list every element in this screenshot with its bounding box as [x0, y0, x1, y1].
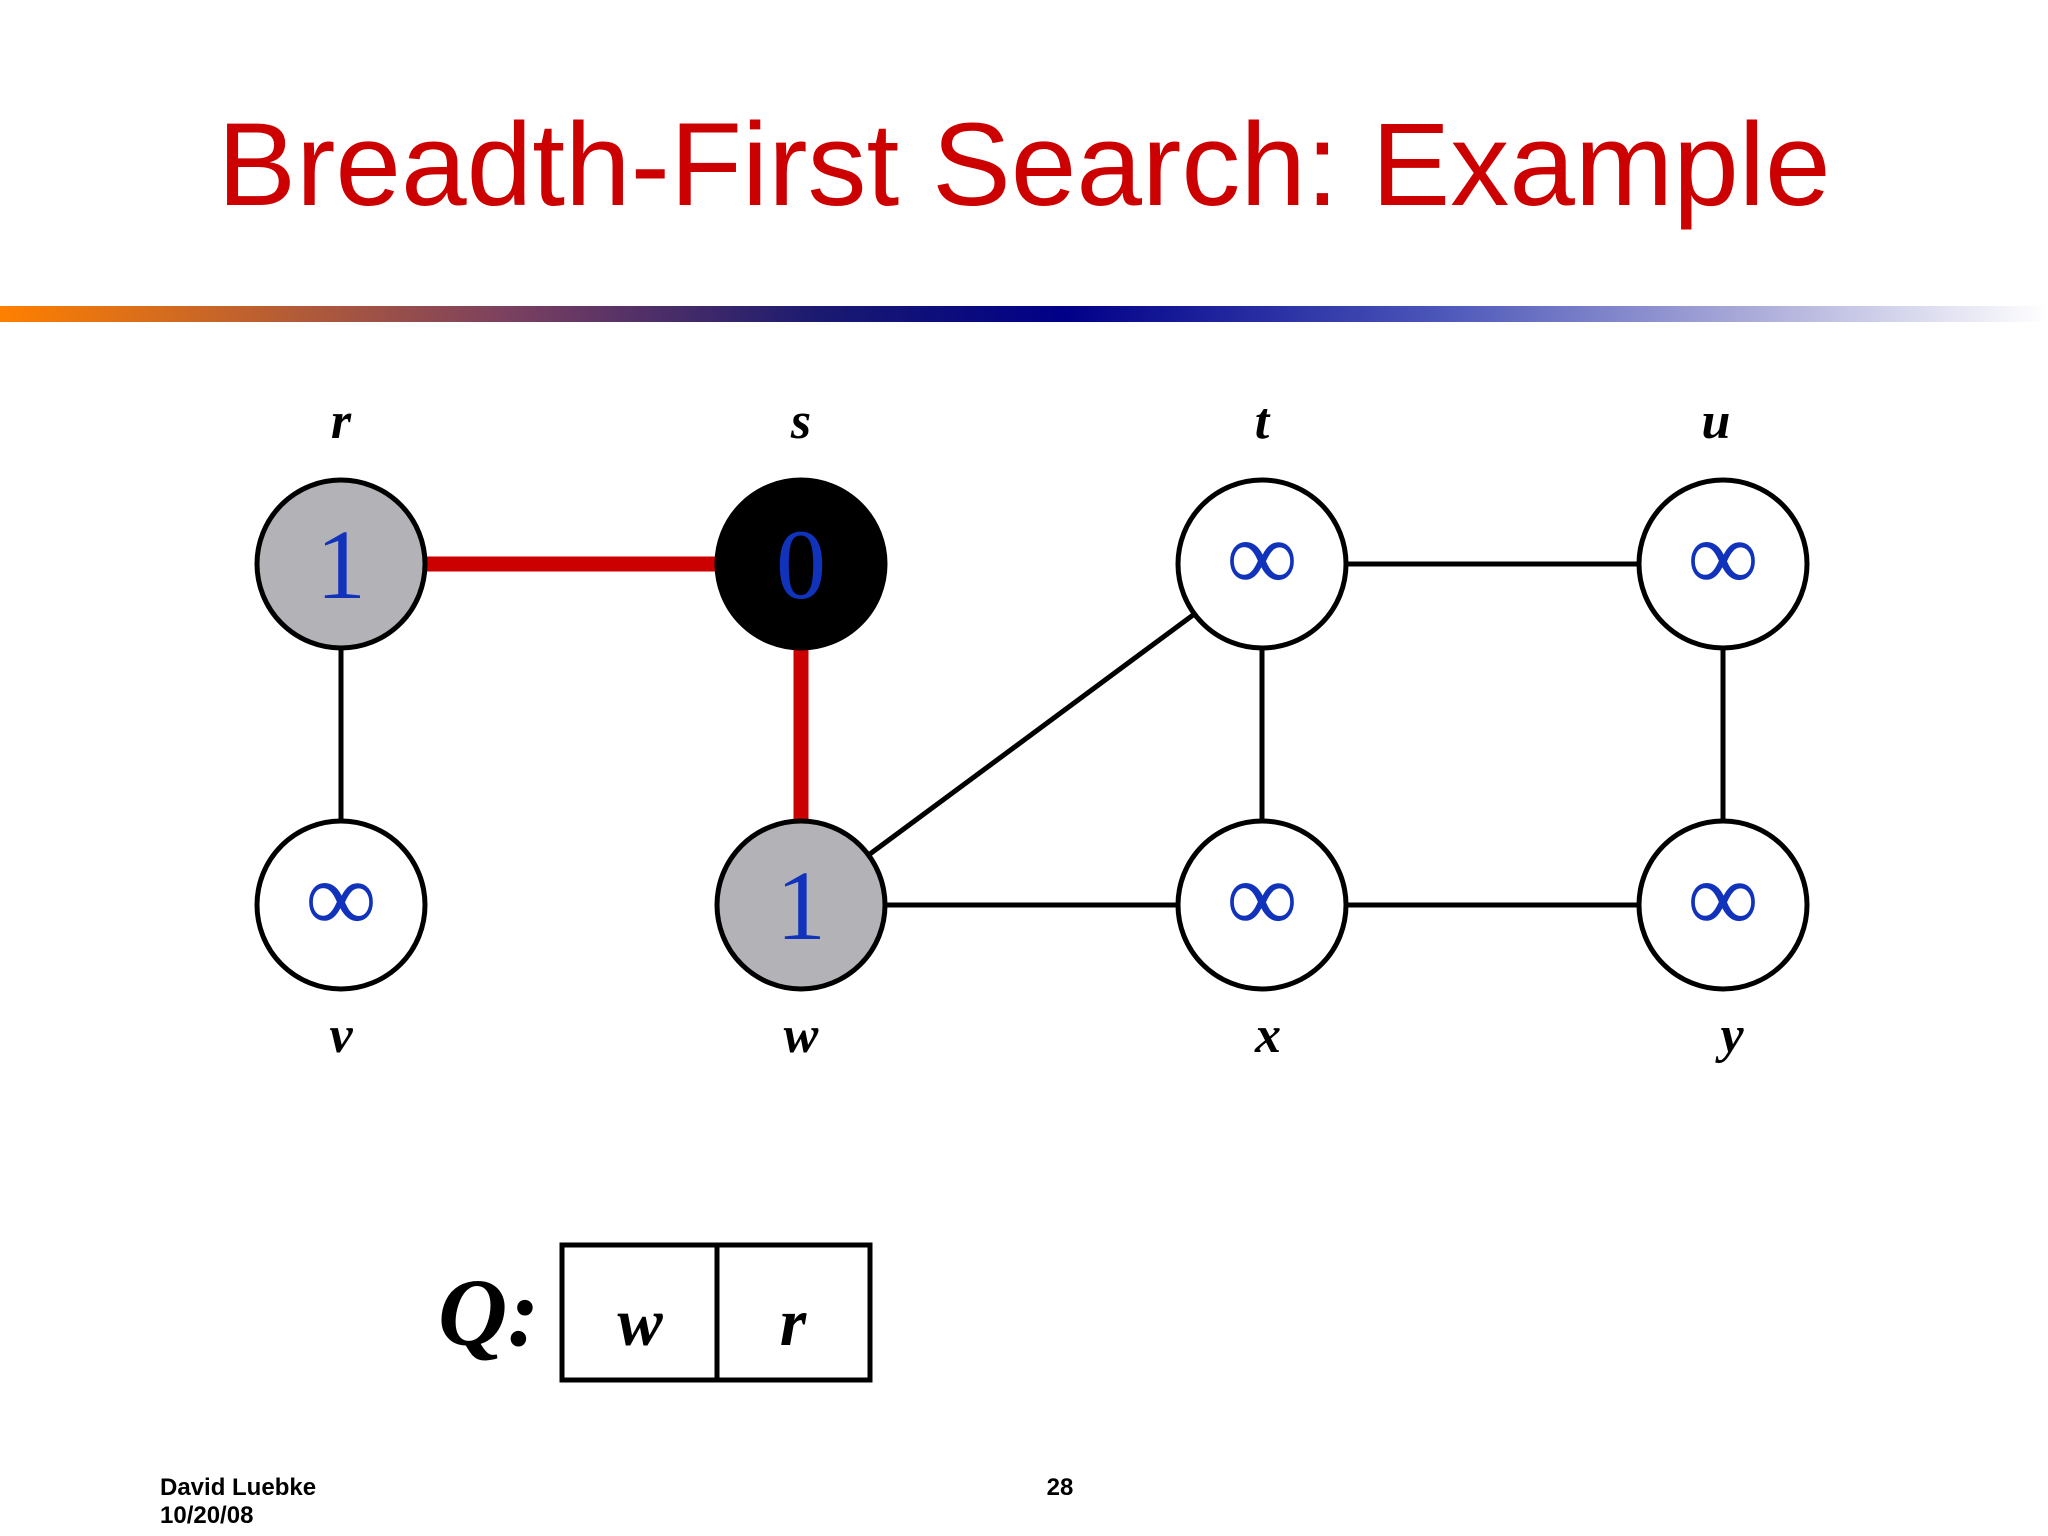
- node-circle: [254, 477, 428, 651]
- slide-title: Breadth-First Search: Example: [217, 99, 1831, 231]
- node-circle: [254, 818, 428, 992]
- node-label: w: [784, 1007, 819, 1064]
- node-label: u: [1702, 393, 1731, 450]
- footer-author: David Luebke: [160, 1474, 317, 1501]
- page-number: 28: [1046, 1474, 1074, 1501]
- edge-w-t: [799, 561, 1264, 908]
- node-label: v: [329, 1007, 353, 1064]
- node-y: ∞y: [1636, 818, 1810, 1064]
- node-circle: [1636, 477, 1810, 651]
- queue-item: w: [617, 1284, 663, 1360]
- node-circle: [1175, 818, 1349, 992]
- node-distance: ∞: [305, 842, 376, 953]
- graph-edges: [338, 556, 1726, 908]
- title-divider: [0, 306, 2048, 322]
- node-t: ∞t: [1175, 393, 1349, 651]
- queue-item: r: [780, 1284, 807, 1360]
- queue-cell: [714, 1242, 873, 1383]
- footer-author-block: David Luebke 10/20/08: [160, 1474, 316, 1530]
- queue: Q: w r: [438, 1242, 873, 1383]
- node-label: y: [1714, 1007, 1744, 1064]
- node-circle: [1175, 477, 1349, 651]
- node-circle: [1636, 818, 1810, 992]
- node-u: ∞u: [1636, 393, 1810, 651]
- footer-date: 10/20/08: [160, 1502, 254, 1529]
- node-x: ∞x: [1175, 818, 1349, 1064]
- node-distance: ∞: [1687, 842, 1758, 953]
- node-circle: [714, 477, 888, 651]
- queue-label: Q:: [438, 1259, 539, 1366]
- node-label: r: [331, 393, 352, 450]
- node-w: 1w: [714, 818, 888, 1064]
- node-r: 1r: [254, 393, 428, 651]
- node-distance: ∞: [1226, 501, 1297, 612]
- node-label: t: [1255, 393, 1271, 450]
- node-label: x: [1254, 1007, 1281, 1064]
- node-distance: ∞: [1226, 842, 1297, 953]
- node-distance: 1: [316, 509, 366, 620]
- node-distance: 1: [776, 850, 826, 961]
- node-s: 0s: [714, 393, 888, 651]
- node-distance: 0: [776, 509, 826, 620]
- node-label: s: [790, 393, 811, 450]
- node-v: ∞v: [254, 818, 428, 1064]
- node-circle: [714, 818, 888, 992]
- node-distance: ∞: [1687, 501, 1758, 612]
